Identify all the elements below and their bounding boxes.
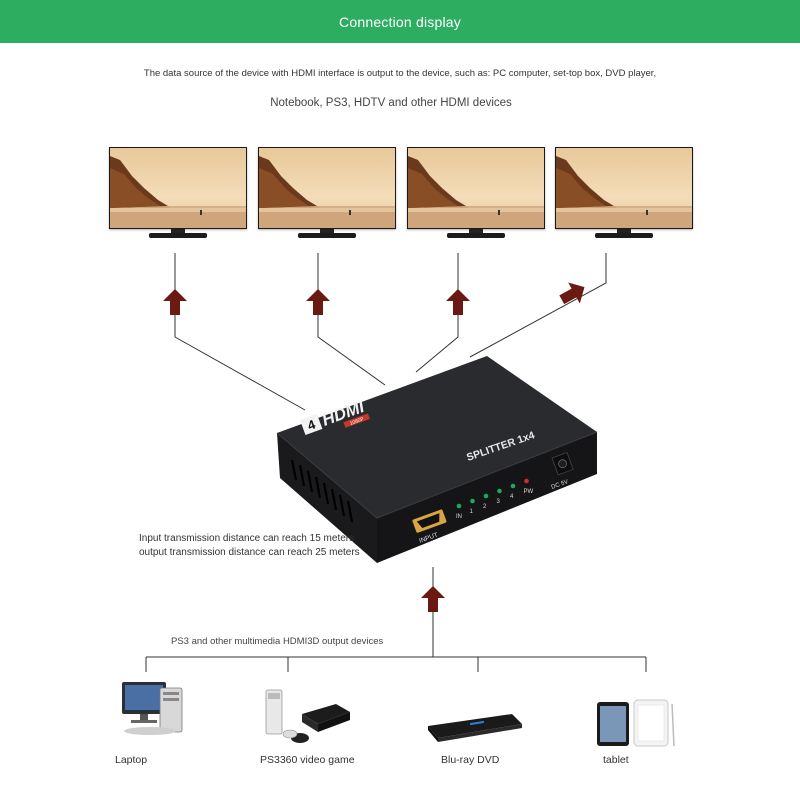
- monitor-screen: [407, 147, 545, 229]
- sources-caption: PS3 and other multimedia HDMI3D output d…: [171, 636, 384, 647]
- monitor-screen: [109, 147, 247, 229]
- display-3: [407, 147, 545, 239]
- monitor-screen: [555, 147, 693, 229]
- intro-line-1: The data source of the device with HDMI …: [143, 68, 657, 79]
- desktop-computer-icon: [122, 682, 183, 735]
- led-label: 4: [510, 494, 514, 500]
- device-label-dvd: Blu-ray DVD: [441, 754, 500, 766]
- led-indicator: [510, 483, 516, 489]
- intro-line-2: Notebook, PS3, HDTV and other HDMI devic…: [270, 97, 512, 109]
- display-1: [109, 147, 247, 239]
- game-console-icon: [265, 689, 350, 743]
- status-leds: IN 1 2 3 4 PW: [456, 478, 534, 520]
- dc-label: DC 5V: [551, 479, 570, 491]
- header-banner: Connection display: [0, 0, 800, 43]
- arrow-up-icon: [421, 586, 445, 612]
- led-indicator: [497, 488, 502, 494]
- page-title: Connection display: [339, 13, 461, 30]
- resolution-badge: 1080P: [349, 416, 365, 427]
- input-distance-note: Input transmission distance can reach 15…: [139, 533, 355, 544]
- led-label: PW: [524, 489, 534, 495]
- device-label-laptop: Laptop: [115, 754, 148, 766]
- dvd-player-icon: [428, 714, 522, 742]
- hdmi-input-port: [412, 509, 447, 533]
- arrow-up-icon: [163, 289, 187, 315]
- display-4: [555, 147, 693, 239]
- badge-number-box: [300, 413, 323, 436]
- hdmi-splitter: 4 HDMI 1080P SPLITTER 1x4 INPUT IN1234PW…: [276, 356, 598, 563]
- led-indicator: [483, 493, 489, 499]
- arrow-up-icon: [446, 289, 470, 315]
- output-distance-note: output transmission distance can reach 2…: [139, 547, 360, 558]
- tablet-icon: [597, 699, 675, 747]
- led-indicator: [524, 478, 529, 484]
- monitor-stand: [298, 233, 356, 238]
- led-label: 2: [483, 504, 487, 510]
- dc-port: [551, 452, 574, 476]
- device-label-console: PS3360 video game: [260, 754, 355, 766]
- led-indicator: [456, 503, 462, 509]
- led-label: IN: [456, 514, 462, 520]
- monitor-stand: [149, 233, 207, 238]
- led-indicator: [470, 498, 475, 504]
- input-lines: [145, 567, 647, 672]
- monitor-stand: [595, 233, 653, 238]
- output-lines: [174, 253, 607, 411]
- led-label: 3: [497, 499, 501, 505]
- display-2: [258, 147, 396, 239]
- monitor-screen: [258, 147, 396, 229]
- device-label-tablet: tablet: [603, 754, 629, 766]
- monitor-stand: [447, 233, 505, 238]
- arrow-up-icon: [306, 289, 330, 315]
- led-label: 1: [470, 509, 474, 515]
- arrow-diagonal-icon: [555, 276, 591, 311]
